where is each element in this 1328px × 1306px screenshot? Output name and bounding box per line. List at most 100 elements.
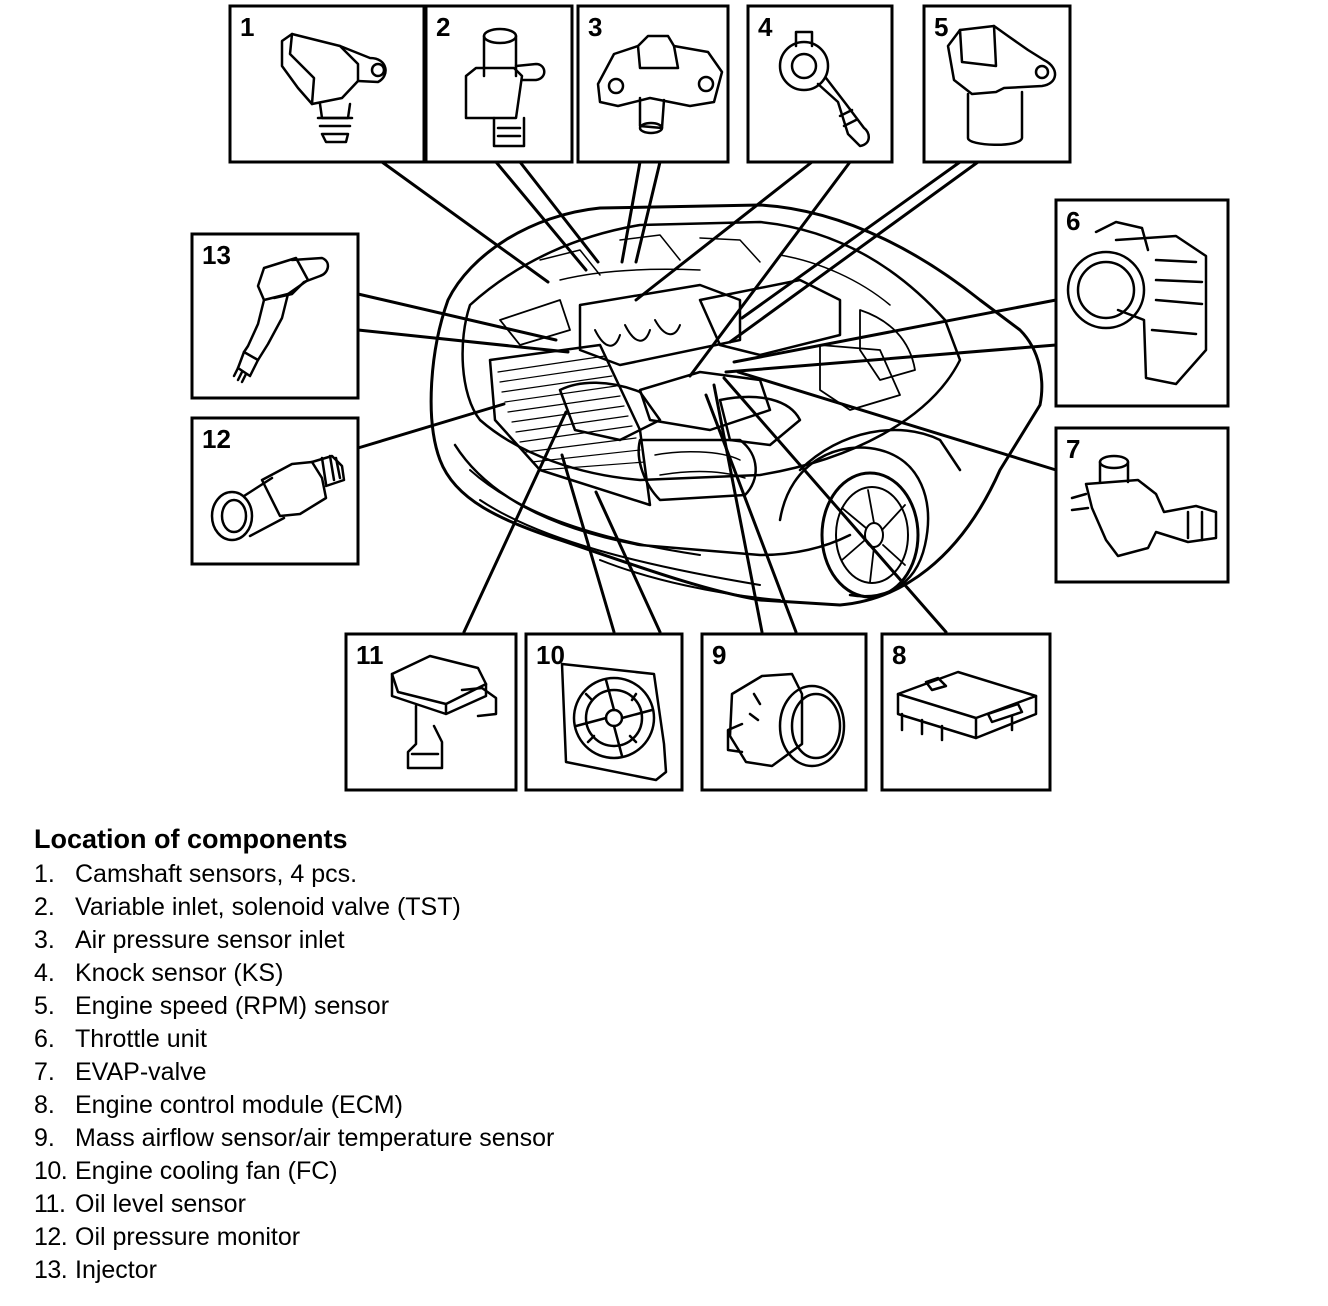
legend-list: 1. Camshaft sensors, 4 pcs. 2. Variable inl… [34, 858, 934, 1287]
callout-box-1: 1 [228, 4, 426, 164]
callout-frame [190, 232, 360, 400]
legend-item: 7. EVAP-valve [34, 1056, 934, 1089]
legend-item: 6. Throttle unit [34, 1023, 934, 1056]
leader-line-5 [740, 160, 962, 320]
callout-box-9: 9 [700, 632, 868, 792]
component-location-diagram: 1 2 3 4 5 [190, 4, 1230, 792]
legend-item: 10.Engine cooling fan (FC) [34, 1155, 934, 1188]
legend-item-number: 3. [34, 926, 55, 954]
leader-line-6b [724, 343, 1058, 374]
oil-level-sensor-icon [390, 654, 498, 770]
leader-line-13 [356, 292, 558, 342]
injector-icon [232, 256, 330, 384]
throttle-unit-icon [1066, 220, 1208, 386]
legend-item-number: 12. [34, 1223, 68, 1251]
leader-line-9b [704, 393, 798, 634]
callout-boxes: 1 2 3 4 5 [190, 4, 1230, 792]
legend-item-number: 1. [34, 860, 55, 888]
legend-item: 5. Engine speed (RPM) sensor [34, 990, 934, 1023]
legend-item-label: Camshaft sensors, 4 pcs. [75, 860, 358, 888]
legend-item-number: 6. [34, 1025, 55, 1053]
evap-valve-icon [1070, 454, 1218, 558]
legend-item-label: Oil level sensor [75, 1190, 246, 1218]
cooling-fan-icon [560, 662, 668, 782]
legend-title: Location of components [34, 824, 348, 854]
legend-item-label: EVAP-valve [75, 1058, 207, 1086]
legend-item: 2. Variable inlet, solenoid valve (TST) [34, 891, 934, 924]
callout-box-3: 3 [576, 4, 730, 164]
callout-number: 2 [436, 12, 450, 42]
callout-box-5: 5 [922, 4, 1072, 164]
legend-item-number: 8. [34, 1091, 55, 1119]
legend-item-label: Air pressure sensor inlet [75, 926, 345, 954]
callout-box-6: 6 [1054, 198, 1230, 408]
legend-item: 4. Knock sensor (KS) [34, 957, 934, 990]
callout-number: 5 [934, 12, 948, 42]
callout-box-10: 10 [524, 632, 684, 792]
leader-line-8 [722, 376, 948, 634]
legend-item-number: 5. [34, 992, 55, 1020]
air-pressure-sensor-icon [596, 34, 724, 135]
legend-item-label: Engine control module (ECM) [75, 1091, 403, 1119]
callout-number: 12 [202, 424, 231, 454]
callout-number: 9 [712, 640, 726, 670]
leader-line-11 [462, 410, 568, 634]
callout-frame [228, 4, 426, 164]
callout-box-8: 8 [880, 632, 1052, 792]
leader-line-1 [380, 160, 550, 284]
callout-number: 7 [1066, 434, 1080, 464]
leader-line-2 [494, 160, 588, 272]
legend-item: 12.Oil pressure monitor [34, 1221, 934, 1254]
legend-item-label: Injector [75, 1256, 157, 1284]
callout-box-13: 13 [190, 232, 360, 400]
callout-box-7: 7 [1054, 426, 1230, 584]
callout-number: 8 [892, 640, 906, 670]
ecm-icon [896, 670, 1038, 742]
leader-lines [356, 160, 1058, 634]
leader-line-4 [634, 160, 814, 302]
callout-box-4: 4 [746, 4, 894, 164]
legend-item-label: Knock sensor (KS) [75, 959, 284, 987]
legend-item-number: 11. [34, 1190, 66, 1218]
legend-item-number: 7. [34, 1058, 55, 1086]
leader-line-10 [560, 453, 616, 634]
legend-item: 1. Camshaft sensors, 4 pcs. [34, 858, 934, 891]
legend-item: 8. Engine control module (ECM) [34, 1089, 934, 1122]
callout-frame [880, 632, 1052, 792]
legend-item-number: 4. [34, 959, 55, 987]
oil-pressure-monitor-icon [210, 454, 346, 542]
legend-item-number: 2. [34, 893, 55, 921]
leader-line-10b [594, 490, 662, 634]
callout-number: 6 [1066, 206, 1080, 236]
legend-item-number: 13. [34, 1256, 68, 1284]
callout-frame [1054, 426, 1230, 584]
callout-frame [576, 4, 730, 164]
leader-line-3b [620, 160, 642, 264]
leader-line-4b [688, 160, 852, 378]
legend-item-number: 9. [34, 1124, 55, 1152]
callout-box-12: 12 [190, 416, 360, 566]
callout-frame [344, 632, 518, 792]
leader-line-13b [356, 328, 570, 354]
legend-item: 11. Oil level sensor [34, 1188, 934, 1221]
leader-line-12 [356, 402, 506, 450]
callout-number: 4 [758, 12, 773, 42]
knock-sensor-icon [778, 30, 870, 148]
legend-item-label: Variable inlet, solenoid valve (TST) [75, 893, 461, 921]
legend-item-label: Oil pressure monitor [75, 1223, 301, 1251]
callout-number: 11 [356, 640, 384, 670]
leader-line-3c [634, 160, 662, 264]
legend-item-label: Engine speed (RPM) sensor [75, 992, 390, 1020]
callout-number: 10 [536, 640, 565, 670]
solenoid-valve-icon [464, 27, 546, 148]
leader-line-9 [712, 383, 764, 634]
legend-item: 13.Injector [34, 1254, 934, 1287]
callout-frame [524, 632, 684, 792]
legend-item-number: 10. [34, 1157, 68, 1185]
legend-item-label: Throttle unit [75, 1025, 208, 1053]
callout-number: 3 [588, 12, 602, 42]
leader-line-5b [728, 160, 980, 344]
leader-line-6 [732, 298, 1058, 364]
camshaft-sensor-icon [280, 32, 387, 144]
callout-number: 13 [202, 240, 231, 270]
